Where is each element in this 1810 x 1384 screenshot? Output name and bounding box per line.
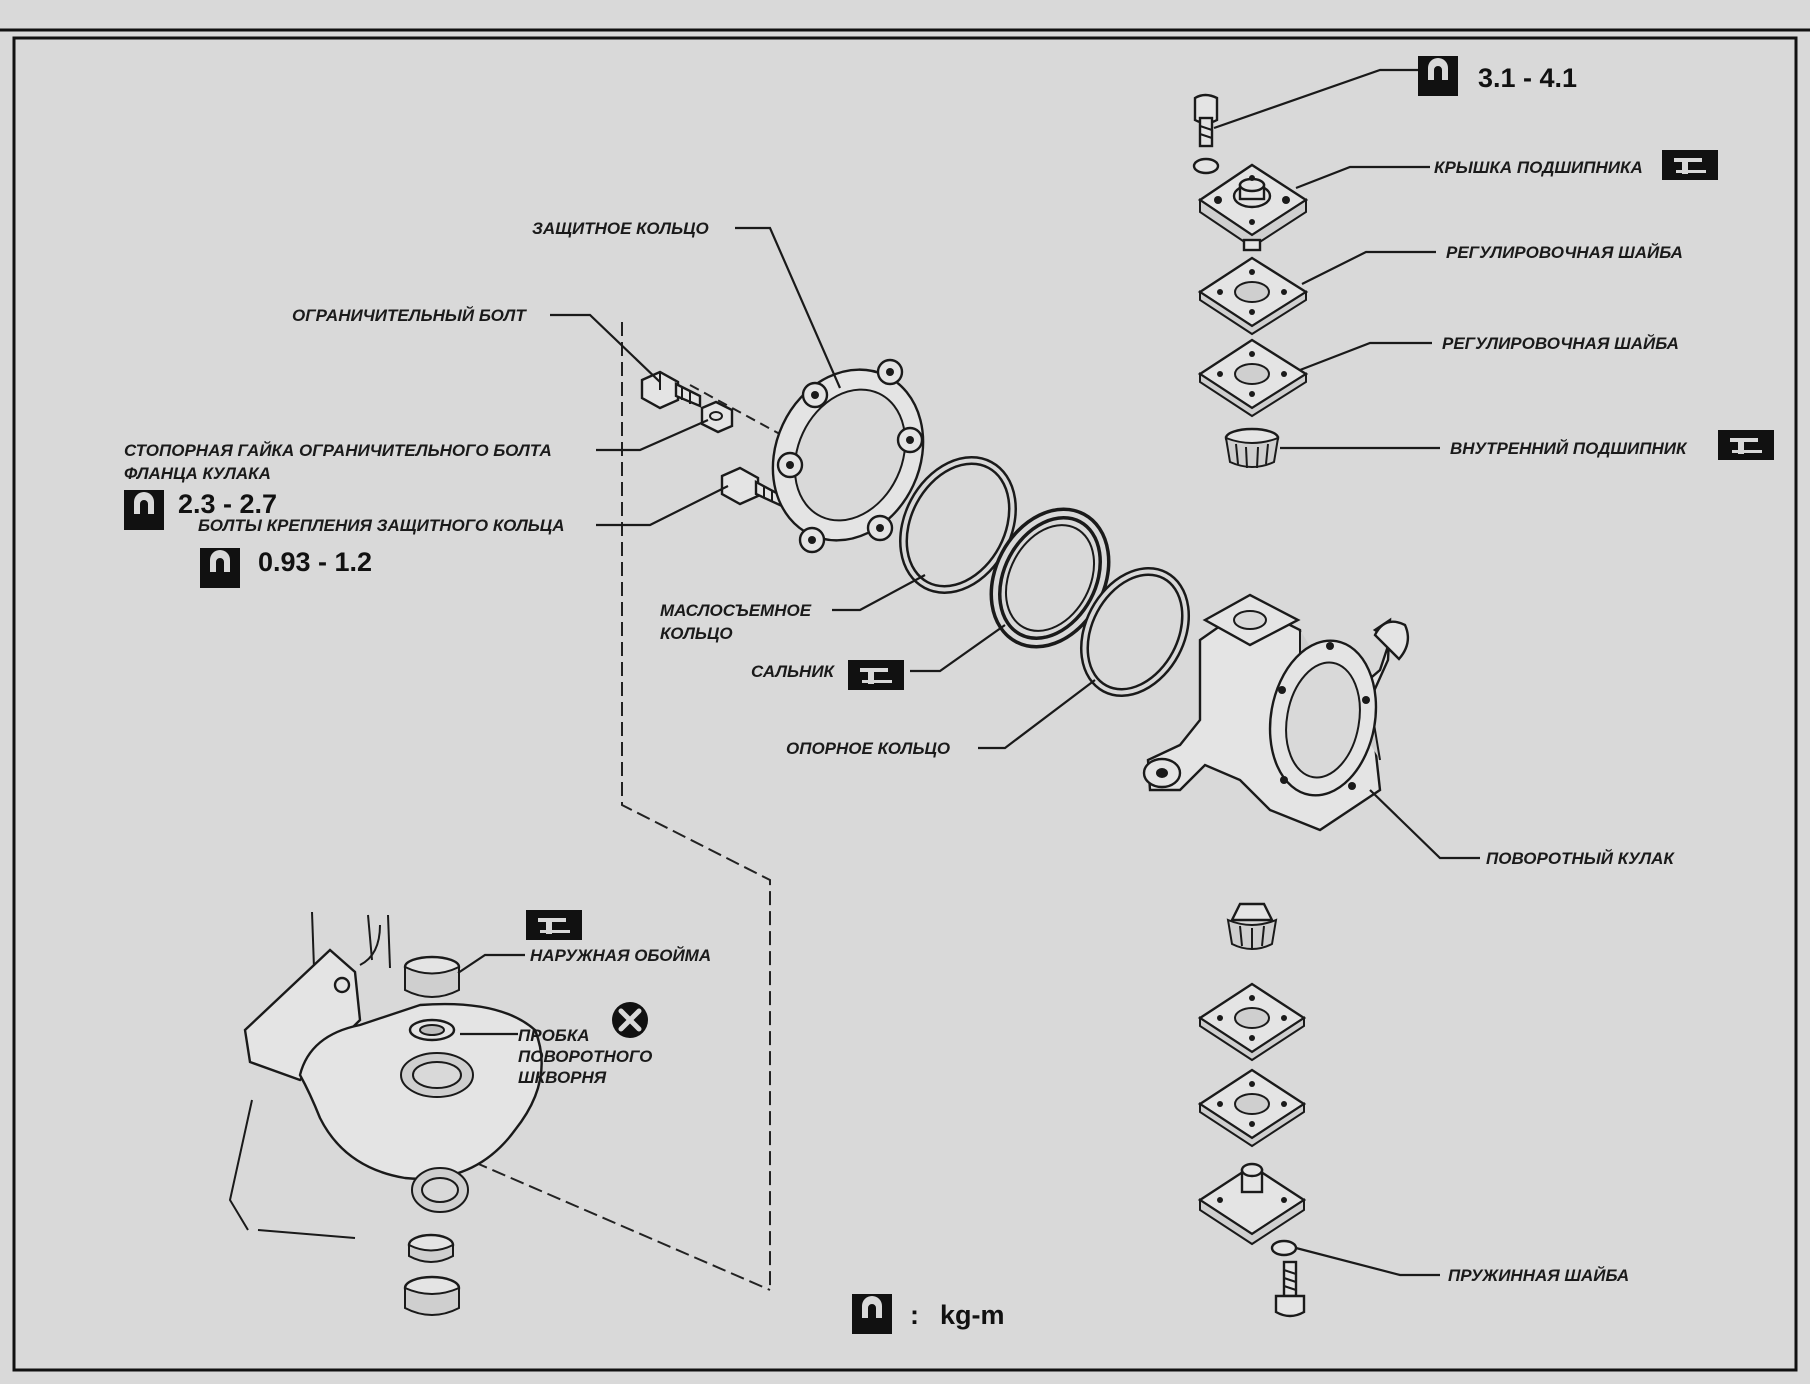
lower-race-2 xyxy=(403,1275,461,1316)
torque-ring-bolts: 0.93 - 1.2 xyxy=(258,547,372,577)
torque-lock-nut: 2.3 - 2.7 xyxy=(178,489,277,519)
kingpin-plug-part xyxy=(408,1018,456,1042)
outer-race-part xyxy=(403,955,461,998)
lock-nut xyxy=(700,400,734,434)
label-lock-nut-line2: ФЛАНЦА КУЛАКА xyxy=(124,464,271,483)
stop-bolt xyxy=(640,370,702,410)
label-shim-1: РЕГУЛИРОВОЧНАЯ ШАЙБА xyxy=(1446,242,1683,262)
label-kingpin-plug-line2: ПОВОРОТНОГО xyxy=(518,1047,652,1066)
legend-colon: : xyxy=(910,1300,919,1330)
label-stop-bolt: ОГРАНИЧИТЕЛЬНЫЙ БОЛТ xyxy=(292,305,527,325)
lower-race-1 xyxy=(407,1233,455,1263)
torque-wrench-icon xyxy=(852,1294,892,1334)
press-tool-icon xyxy=(1718,430,1774,460)
shim-2 xyxy=(1197,338,1309,418)
label-oil-seal: САЛЬНИК xyxy=(751,662,836,681)
assembly-guide-lines xyxy=(473,322,801,1291)
axle-housing xyxy=(228,911,543,1239)
label-oil-ring-line2: КОЛЬЦО xyxy=(660,624,733,643)
legend-unit: kg-m xyxy=(940,1300,1005,1330)
label-ring-bolts: БОЛТЫ КРЕПЛЕНИЯ ЗАЩИТНОГО КОЛЬЦА xyxy=(198,516,564,535)
lower-bearing-cap xyxy=(1197,1162,1307,1246)
label-steering-knuckle: ПОВОРОТНЫЙ КУЛАК xyxy=(1486,848,1675,868)
lower-shim-2 xyxy=(1197,1068,1307,1148)
torque-wrench-icon xyxy=(124,490,164,530)
label-spring-washer: ПРУЖИННАЯ ШАЙБА xyxy=(1448,1265,1629,1285)
lower-spring-washer xyxy=(1270,1239,1298,1257)
label-lock-nut-line1: СТОПОРНАЯ ГАЙКА ОГРАНИЧИТЕЛЬНОГО БОЛТА xyxy=(124,440,552,460)
oil-seal xyxy=(989,507,1111,649)
shim-1 xyxy=(1197,256,1309,336)
lower-bolt xyxy=(1274,1260,1306,1318)
press-tool-icon xyxy=(848,660,904,690)
label-bearing-cap: КРЫШКА ПОДШИПНИКА xyxy=(1434,158,1643,177)
press-tool-icon xyxy=(526,910,582,940)
label-kingpin-plug-line3: ШКВОРНЯ xyxy=(518,1068,607,1087)
oil-ring xyxy=(899,456,1017,594)
x-circle-icon xyxy=(612,1002,648,1038)
steering-knuckle xyxy=(1142,593,1410,832)
label-outer-race: НАРУЖНАЯ ОБОЙМА xyxy=(530,945,711,965)
top-bolt-washer xyxy=(1192,157,1220,175)
label-shim-2: РЕГУЛИРОВОЧНАЯ ШАЙБА xyxy=(1442,333,1679,353)
inner-bearing xyxy=(1224,427,1280,469)
label-oil-ring-line1: МАСЛОСЪЕМНОЕ xyxy=(660,601,812,620)
torque-wrench-icon xyxy=(200,548,240,588)
page-frame xyxy=(12,36,1798,1372)
torque-wrench-icon xyxy=(1418,56,1458,96)
lower-bearing xyxy=(1226,902,1278,950)
protective-ring xyxy=(771,358,925,554)
bearing-cap xyxy=(1197,163,1309,252)
press-tool-icon xyxy=(1662,150,1718,180)
label-kingpin-plug-line1: ПРОБКА xyxy=(518,1026,590,1045)
label-protective-ring: ЗАЩИТНОЕ КОЛЬЦО xyxy=(532,219,709,238)
lower-shim-1 xyxy=(1197,982,1307,1062)
support-ring xyxy=(1079,567,1191,697)
leader-lines xyxy=(457,68,1480,1277)
label-inner-bearing: ВНУТРЕННИЙ ПОДШИПНИК xyxy=(1450,438,1688,458)
torque-top-bolt: 3.1 - 4.1 xyxy=(1478,63,1577,93)
label-support-ring: ОПОРНОЕ КОЛЬЦО xyxy=(786,739,950,758)
top-bolt xyxy=(1193,93,1219,148)
